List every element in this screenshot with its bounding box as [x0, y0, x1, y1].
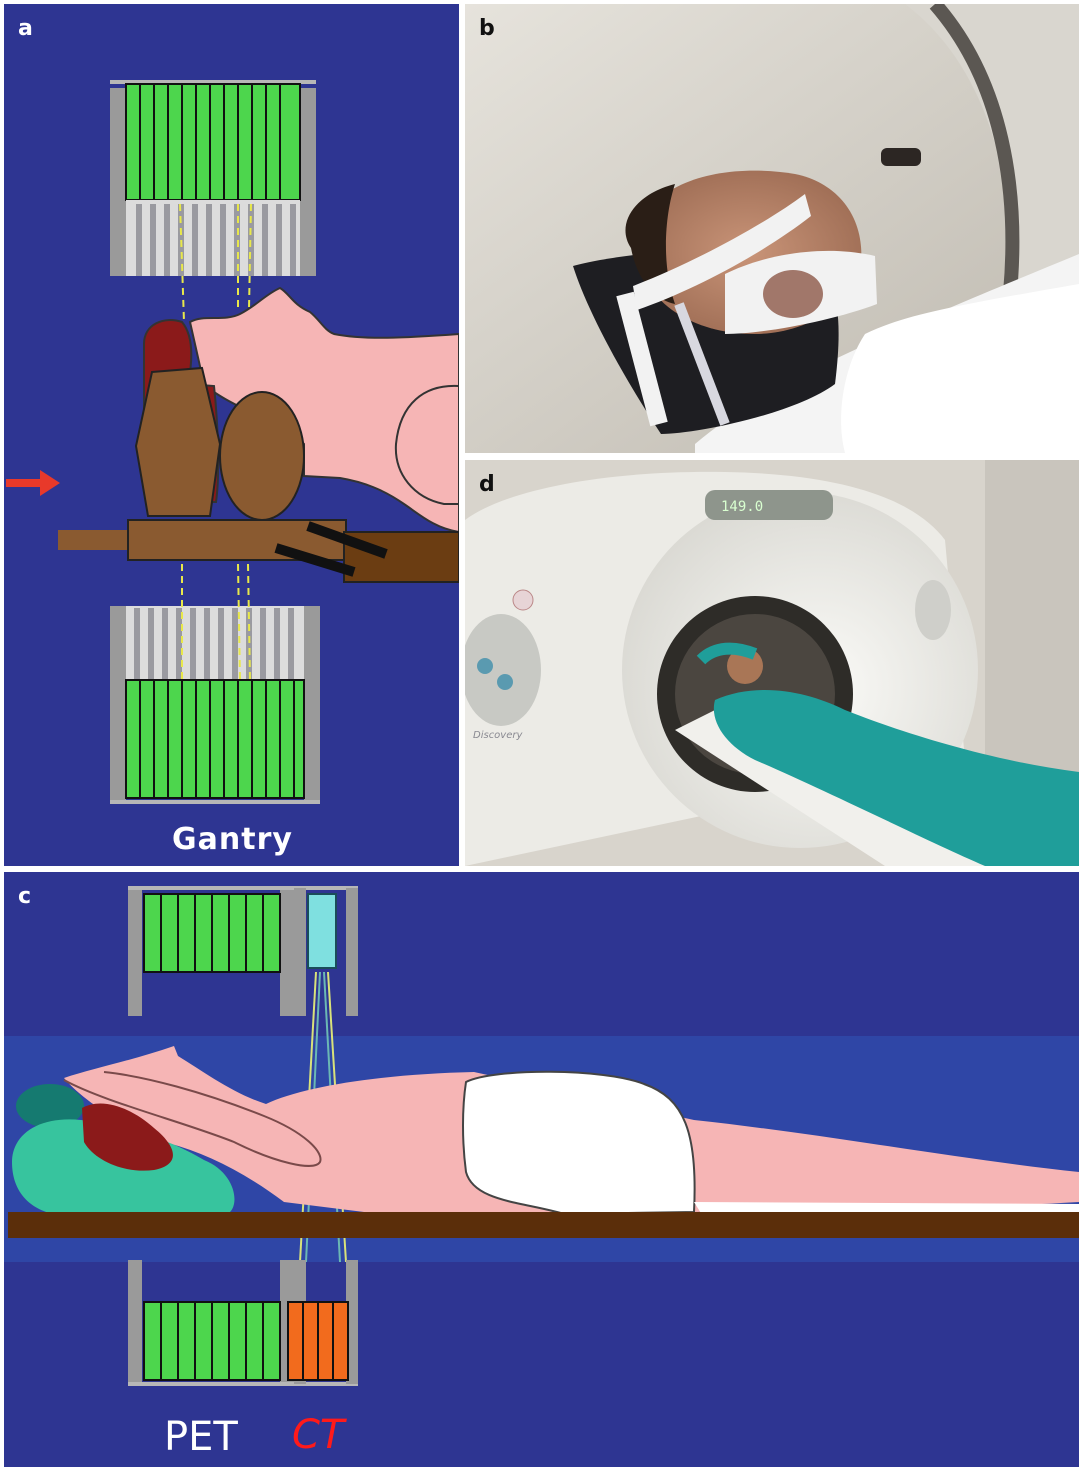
chin-cutout	[763, 270, 823, 318]
patient-table-c	[8, 1212, 1079, 1238]
panel-a-letter: a	[18, 18, 33, 40]
head-support-left	[136, 368, 220, 516]
table-top	[344, 532, 459, 582]
panel-c-letter: c	[18, 886, 31, 908]
panel-a-gantry-diagram: a Gantry	[4, 4, 459, 866]
control-button	[477, 658, 493, 674]
control-button	[497, 674, 513, 690]
panel-b-letter: b	[479, 18, 495, 40]
bottom-detector-ring	[110, 606, 320, 804]
top-detector-ring	[110, 80, 316, 276]
pet-label: PET	[164, 1414, 238, 1460]
patient-shorts	[463, 1072, 695, 1214]
scanner-brand: Discovery	[473, 730, 523, 741]
pet-ct-diagram-figure	[4, 872, 1079, 1467]
ct-label: CT	[292, 1412, 344, 1458]
panel-d-pet-ct-scanner-photo: 149.0 Discovery d	[465, 460, 1079, 866]
head-fixation-photo	[465, 4, 1079, 453]
gantry-diagram-figure	[4, 4, 459, 866]
emergency-button	[513, 590, 533, 610]
gantry-display-text: 149.0	[721, 499, 763, 515]
panel-d-letter: d	[479, 474, 495, 496]
side-control-panel	[915, 580, 951, 640]
panel-b-head-fixation-photo: b	[465, 4, 1079, 453]
table-extension	[58, 530, 134, 550]
pet-ct-scanner-photo: 149.0 Discovery	[465, 460, 1079, 866]
panel-c-pet-ct-diagram: c PET CT	[4, 872, 1079, 1467]
bore-laser-window	[881, 148, 921, 166]
head-support-right	[220, 392, 304, 520]
gantry-caption: Gantry	[4, 822, 459, 857]
